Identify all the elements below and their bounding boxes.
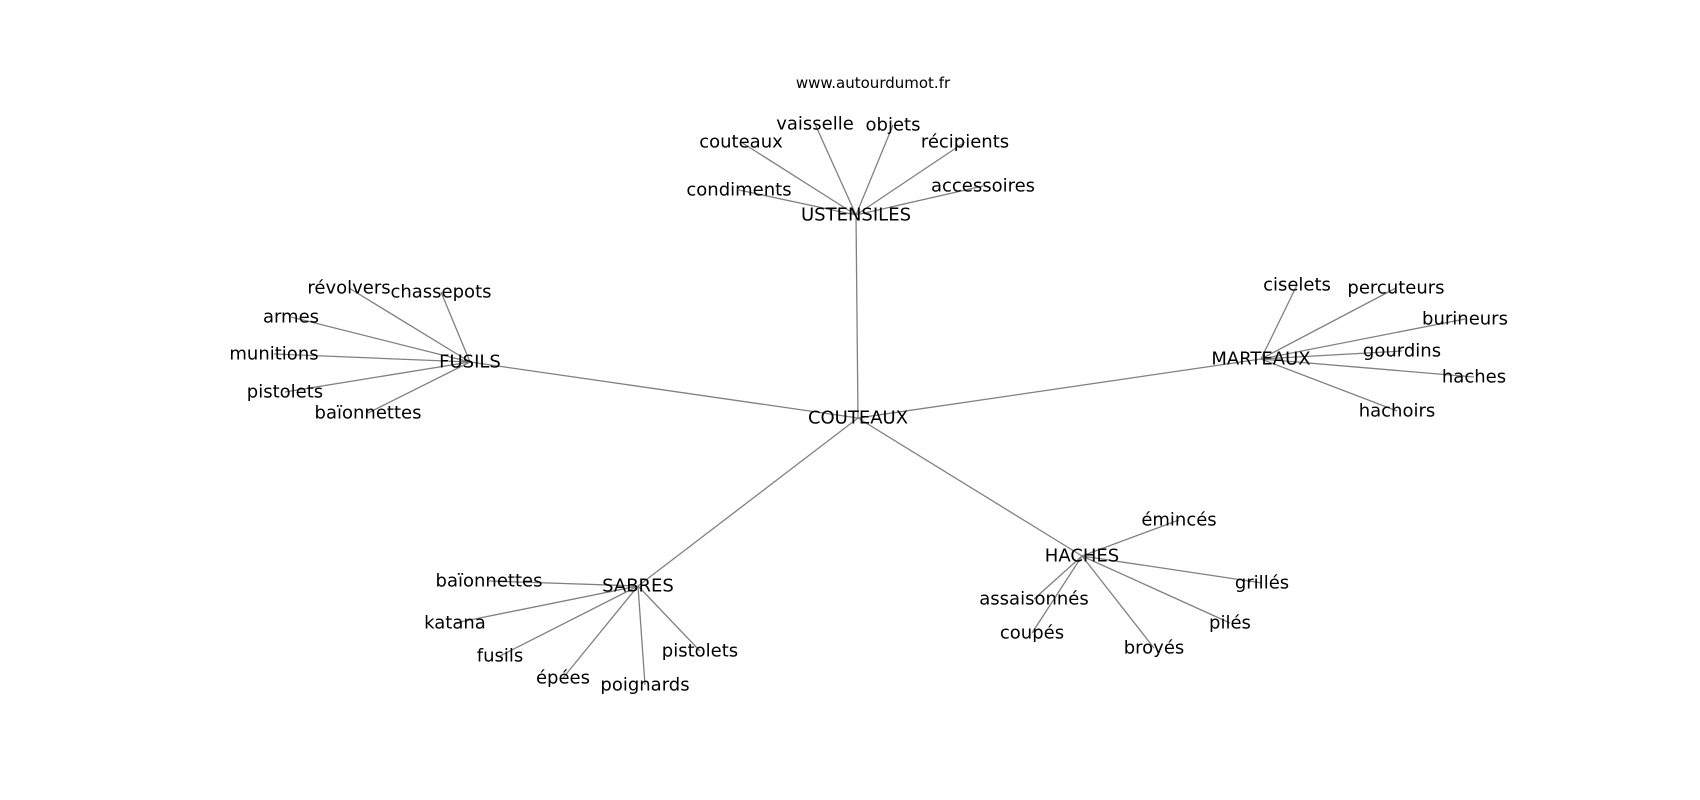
edge-ustensiles-leaf <box>855 185 984 216</box>
edge-marteaux-leaf <box>1260 358 1475 378</box>
edge-ustensiles-leaf <box>855 124 894 216</box>
leaf-node[interactable]: objets <box>866 115 921 136</box>
edge-root-ustensiles <box>855 214 859 419</box>
leaf-node[interactable]: coupés <box>1000 623 1064 644</box>
edge-fusils-leaf <box>348 287 471 363</box>
leaf-node[interactable]: pilés <box>1209 613 1251 634</box>
edge-fusils-leaf <box>284 361 471 393</box>
edge-haches-leaf <box>1081 555 1231 624</box>
edge-sabres-leaf <box>637 585 701 652</box>
edge-haches-leaf <box>1081 555 1155 649</box>
root-node[interactable]: COUTEAUX <box>808 408 908 429</box>
edge-fusils-leaf <box>290 316 471 363</box>
edge-root-haches <box>857 417 1083 557</box>
edge-haches-leaf <box>1033 555 1083 600</box>
leaf-node[interactable]: gourdins <box>1363 341 1441 362</box>
leaf-node[interactable]: épées <box>536 668 590 689</box>
edge-haches-leaf <box>1081 519 1180 557</box>
hub-node-fusils[interactable]: FUSILS <box>439 352 501 373</box>
edge-haches-leaf <box>1031 555 1083 634</box>
edge-haches-leaf <box>1081 555 1263 584</box>
edge-root-sabres <box>637 417 859 587</box>
leaf-node[interactable]: broyés <box>1124 638 1185 659</box>
leaf-node[interactable]: ciselets <box>1263 275 1331 296</box>
leaf-node[interactable]: révolvers <box>307 278 390 299</box>
leaf-node[interactable]: chassepots <box>390 282 491 303</box>
edge-marteaux-leaf <box>1260 287 1397 360</box>
leaf-node[interactable]: haches <box>1442 367 1506 388</box>
edge-fusils-leaf <box>273 353 471 363</box>
leaf-node[interactable]: condiments <box>686 180 791 201</box>
edge-sabres-leaf <box>454 585 639 624</box>
edge-root-marteaux <box>857 358 1262 419</box>
graph-edges <box>273 123 1475 686</box>
leaf-node[interactable]: assaisonnés <box>979 589 1088 610</box>
hub-node-marteaux[interactable]: MARTEAUX <box>1211 349 1310 370</box>
leaf-node[interactable]: grillés <box>1235 573 1289 594</box>
leaf-node[interactable]: fusils <box>477 646 524 667</box>
leaf-node[interactable]: baïonnettes <box>315 403 422 424</box>
edge-ustensiles-leaf <box>855 141 966 216</box>
leaf-node[interactable]: vaisselle <box>776 114 854 135</box>
edge-sabres-leaf <box>637 585 646 686</box>
edge-marteaux-leaf <box>1260 284 1298 360</box>
edge-sabres-leaf <box>562 585 639 679</box>
edge-marteaux-leaf <box>1260 318 1466 360</box>
hub-node-ustensiles[interactable]: USTENSILES <box>801 205 911 226</box>
leaf-node[interactable]: hachoirs <box>1359 401 1436 422</box>
leaf-node[interactable]: accessoires <box>931 176 1035 197</box>
leaf-node[interactable]: munitions <box>229 344 318 365</box>
edge-marteaux-leaf <box>1260 350 1403 360</box>
edge-ustensiles-leaf <box>740 141 857 216</box>
edge-ustensiles-leaf <box>814 123 857 216</box>
edge-ustensiles-leaf <box>738 189 857 216</box>
hub-node-sabres[interactable]: SABRES <box>602 576 674 597</box>
leaf-node[interactable]: pistolets <box>247 382 323 403</box>
site-url[interactable]: www.autourdumot.fr <box>796 74 951 92</box>
leaf-node[interactable]: émincés <box>1141 510 1216 531</box>
leaf-node[interactable]: baïonnettes <box>436 571 543 592</box>
leaf-node[interactable]: burineurs <box>1422 309 1508 330</box>
leaf-node[interactable]: couteaux <box>699 132 783 153</box>
edge-sabres-leaf <box>499 585 639 657</box>
leaf-node[interactable]: pistolets <box>662 641 738 662</box>
edge-marteaux-leaf <box>1260 358 1398 412</box>
edge-sabres-leaf <box>488 580 639 587</box>
edge-fusils-leaf <box>367 361 471 414</box>
hub-node-haches[interactable]: HACHES <box>1045 546 1119 567</box>
leaf-node[interactable]: poignards <box>600 675 689 696</box>
edge-root-fusils <box>469 361 859 419</box>
leaf-node[interactable]: katana <box>424 613 486 634</box>
leaf-node[interactable]: armes <box>263 307 319 328</box>
leaf-node[interactable]: percuteurs <box>1347 278 1444 299</box>
leaf-node[interactable]: récipients <box>921 132 1009 153</box>
edge-fusils-leaf <box>440 291 471 363</box>
